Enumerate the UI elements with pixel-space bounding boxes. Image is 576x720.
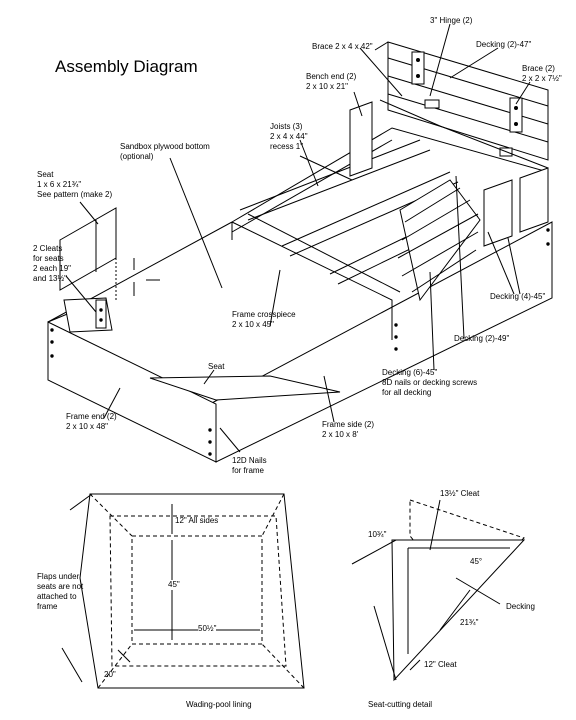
seat-cutting-detail — [351, 499, 526, 682]
seatcut-1075-label: 10¾" — [368, 530, 387, 539]
page-title: Assembly Diagram — [55, 57, 198, 76]
cleat-12-label: 12" Cleat — [424, 660, 457, 669]
seat-pattern-piece — [59, 207, 117, 300]
pool-flaps-label: Flaps under seats are not attached to fr… — [37, 572, 84, 611]
pool-45-label: 45" — [168, 580, 180, 590]
hinge-label: 3" Hinge (2) — [430, 16, 473, 25]
pool-20-label: 20" — [104, 670, 116, 679]
pool-50-label: 50½" — [198, 624, 217, 634]
decking-47-label: Decking (2)-47" — [476, 40, 532, 49]
seat-top-label: Seat 1 x 6 x 21¾" See pattern (make 2) — [37, 170, 113, 199]
seat-label: Seat — [208, 362, 225, 371]
bench-end-label: Bench end (2) 2 x 10 x 21" — [306, 72, 357, 91]
nails-label: 12D Nails for frame — [232, 456, 267, 475]
seatcut-angle-label: 45° — [470, 557, 483, 566]
brace-2x4-label: Brace 2 x 4 x 42" — [312, 42, 373, 51]
joists-label: Joists (3) 2 x 4 x 44" recess 1" — [270, 122, 308, 151]
pool-caption: Wading-pool lining — [186, 700, 252, 709]
seatcut-decking-label: Decking — [506, 602, 535, 611]
seatcut-caption: Seat-cutting detail — [368, 700, 433, 709]
lid-panel — [374, 41, 549, 161]
plywood-label: Sandbox plywood bottom (optional) — [120, 142, 210, 161]
leader-lines — [65, 23, 531, 453]
frame-side-label: Frame side (2) 2 x 10 x 8' — [322, 420, 375, 439]
wading-pool-lining — [61, 493, 305, 689]
cleats-label: 2 Cleats for seats 2 each 19" and 13½" — [33, 244, 71, 283]
decking-45-4-label: Decking (4)-45" — [490, 292, 546, 301]
cleat-135-label: 13½" Cleat — [440, 489, 480, 498]
decking-49-label: Decking (2)-49" — [454, 334, 510, 343]
frame-end-label: Frame end (2) 2 x 10 x 48" — [66, 412, 117, 431]
crosspiece-label: Frame crosspiece 2 x 10 x 45" — [232, 310, 296, 329]
pool-all-sides-label: 12" All sides — [175, 516, 219, 525]
decking-45-6-label: Decking (6)-45" 8D nails or decking scre… — [382, 368, 478, 397]
sandbox-frame — [47, 99, 553, 463]
brace-2x2-label: Brace (2) 2 x 2 x 7½" — [522, 64, 562, 83]
seatcut-2175-label: 21¾" — [460, 618, 479, 627]
